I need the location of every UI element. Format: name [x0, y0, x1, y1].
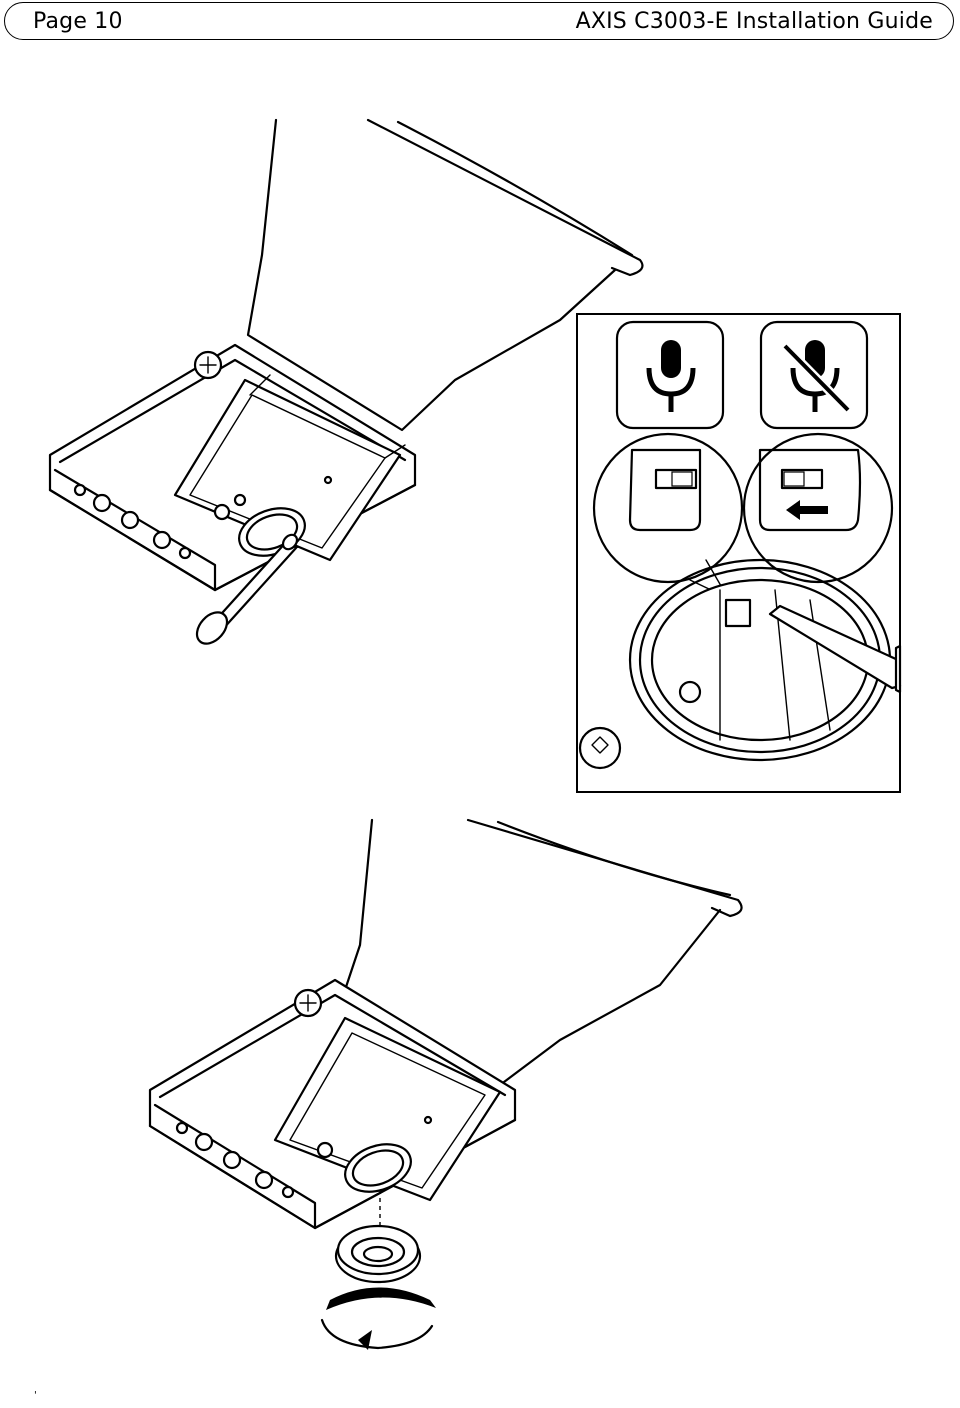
microphone-on-icon [615, 320, 725, 430]
arrow-left-icon [786, 500, 828, 520]
housing-top-illustration [48, 118, 644, 645]
housing-bottom-illustration [148, 818, 743, 1350]
document-title: AXIS C3003-E Installation Guide [575, 9, 933, 34]
page-number: Page 10 [33, 9, 123, 34]
footer-mark: ' [34, 1390, 37, 1401]
microphone-off-icon [759, 320, 869, 430]
microphone-switch-detail [576, 313, 902, 793]
page-header: Page 10 AXIS C3003-E Installation Guide [4, 2, 954, 40]
rotate-arrow-icon [320, 1287, 436, 1350]
cotton-swab-icon [195, 533, 299, 645]
